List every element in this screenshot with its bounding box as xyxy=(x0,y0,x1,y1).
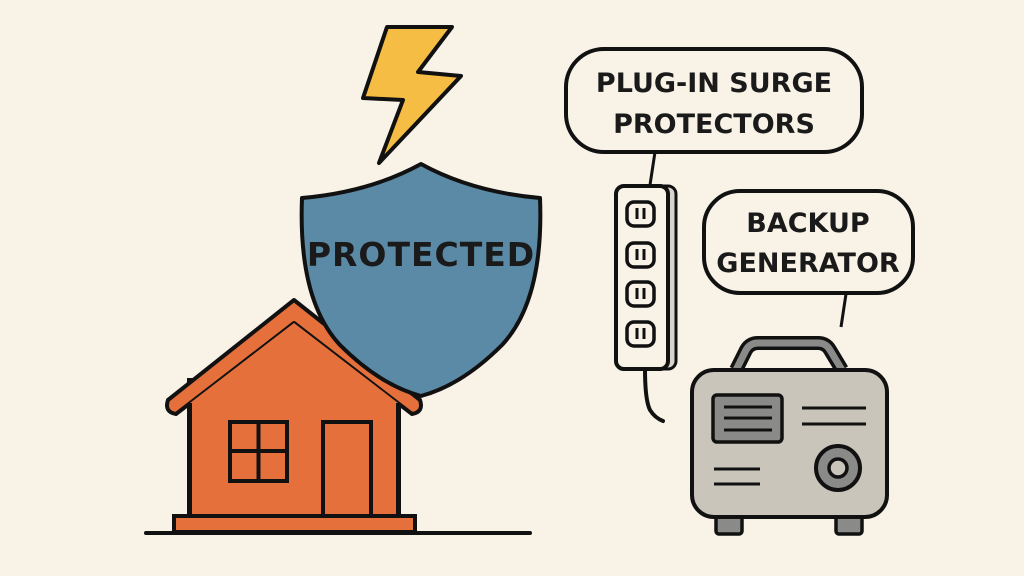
lightning-bolt-icon xyxy=(361,25,463,165)
outlet xyxy=(625,320,656,348)
house-window xyxy=(228,420,289,483)
surge-callout-line2: PROTECTORS xyxy=(613,109,815,140)
outlet xyxy=(625,280,656,308)
house-base xyxy=(172,514,417,534)
outlet xyxy=(625,200,656,228)
shield-label: PROTECTED xyxy=(307,235,535,274)
power-strip-icon xyxy=(614,184,678,423)
generator-callout-line1: BACKUP xyxy=(746,208,869,239)
power-strip-cord xyxy=(643,367,665,423)
house-icon xyxy=(165,298,423,534)
generator-callout: BACKUP GENERATOR xyxy=(702,189,915,295)
shield-icon: PROTECTED xyxy=(299,162,543,398)
generator-icon xyxy=(690,336,889,536)
outlet xyxy=(625,241,656,269)
house-door xyxy=(321,420,373,520)
surge-callout-line1: PLUG-IN SURGE xyxy=(596,68,832,99)
generator-callout-line2: GENERATOR xyxy=(716,248,900,279)
surge-protector-callout: PLUG-IN SURGE PROTECTORS xyxy=(564,47,864,154)
